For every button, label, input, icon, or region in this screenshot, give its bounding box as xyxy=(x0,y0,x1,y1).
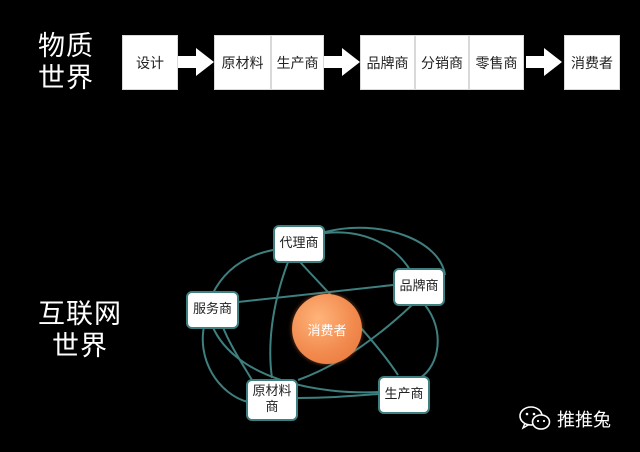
chain-step-consumer: 消费者 xyxy=(564,35,620,90)
link-agent-brand xyxy=(312,231,411,271)
network-node-raw-materials: 原材料 商 xyxy=(246,379,298,421)
link-raw-brand xyxy=(297,304,413,381)
link-service-raw-outer xyxy=(201,321,249,403)
network-node-agent: 代理商 xyxy=(273,225,325,263)
arrow-right-icon xyxy=(324,48,360,76)
chain-step-distributor: 分销商 xyxy=(415,35,469,90)
chain-step-producer: 生产商 xyxy=(271,35,324,90)
link-brand-producer xyxy=(419,304,439,379)
link-agent-brand-outer xyxy=(324,226,446,276)
network-node-producer: 生产商 xyxy=(378,376,430,414)
chain-step-design: 设计 xyxy=(122,35,178,90)
link-service-agent xyxy=(211,249,274,296)
link-service-brand xyxy=(237,284,394,303)
link-agent-raw xyxy=(269,261,289,379)
wechat-icon xyxy=(519,406,551,430)
internet-world-title: 互联网 世界 xyxy=(38,299,122,362)
physical-world-title: 物质 世界 xyxy=(38,31,94,94)
arrow-right-icon xyxy=(526,48,562,76)
link-raw-producer xyxy=(297,393,379,399)
arrow-right-icon xyxy=(178,48,214,76)
chain-step-brand: 品牌商 xyxy=(360,35,415,90)
network-node-service: 服务商 xyxy=(186,291,239,329)
brand-watermark: 推推兔 xyxy=(519,404,611,434)
chain-step-retailer: 零售商 xyxy=(469,35,524,90)
brand-name: 推推兔 xyxy=(557,410,611,431)
link-service-raw xyxy=(221,324,253,381)
network-node-brand: 品牌商 xyxy=(393,268,445,306)
chain-step-raw-materials: 原材料 xyxy=(214,35,271,90)
consumer-center-node: 消费者 xyxy=(292,294,362,364)
